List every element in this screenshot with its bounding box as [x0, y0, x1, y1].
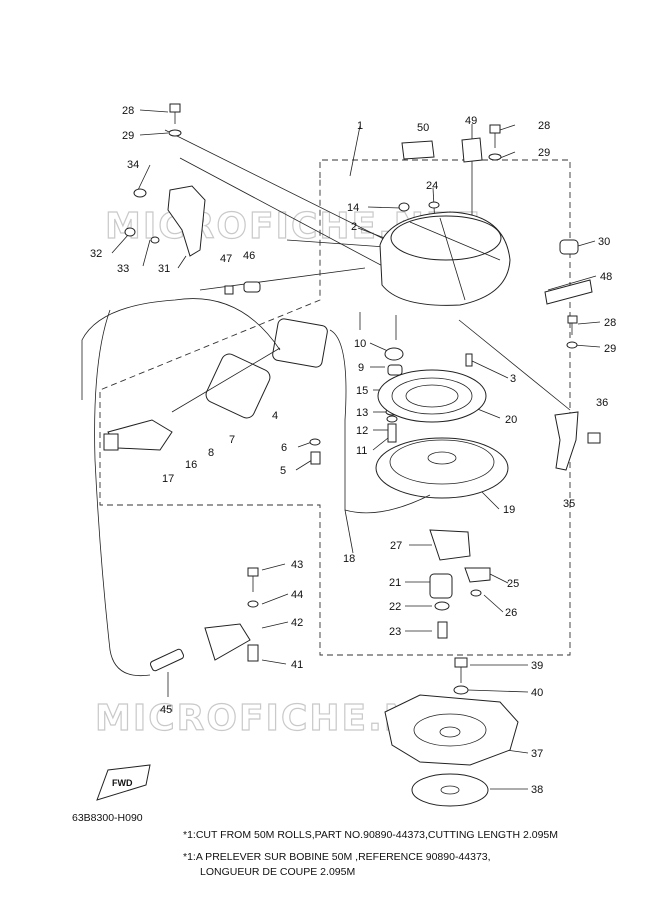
callout-28: 28 — [122, 105, 134, 117]
callout-16: 16 — [185, 459, 197, 471]
callout-35: 35 — [563, 498, 575, 510]
callout-50: 50 — [417, 122, 429, 134]
callout-36: 36 — [596, 397, 608, 409]
callout-49: 49 — [465, 115, 477, 127]
callout-23: 23 — [389, 626, 401, 638]
callout-6: 6 — [281, 442, 287, 454]
callout-14: 14 — [347, 202, 359, 214]
callout-21: 21 — [389, 577, 401, 589]
callout-47: 47 — [220, 253, 232, 265]
callout-37: 37 — [531, 748, 543, 760]
fwd-label: FWD — [112, 778, 133, 788]
callout-15: 15 — [356, 385, 368, 397]
callout-4: 4 — [272, 410, 278, 422]
callout-26: 26 — [505, 607, 517, 619]
callout-29: 29 — [538, 147, 550, 159]
brackets — [124, 185, 601, 661]
assembly-boundaries — [99, 159, 571, 656]
recoil-spring-and-reel — [375, 369, 509, 499]
callout-34: 34 — [127, 159, 139, 171]
callout-28: 28 — [538, 120, 550, 132]
callout-3: 3 — [510, 373, 516, 385]
callout-30: 30 — [598, 236, 610, 248]
throttle-cable — [94, 309, 185, 677]
callout-12: 12 — [356, 425, 368, 437]
callout-10: 10 — [354, 338, 366, 350]
callout-40: 40 — [531, 687, 543, 699]
callout-20: 20 — [505, 414, 517, 426]
callout-11: 11 — [356, 445, 367, 457]
decals — [401, 137, 593, 305]
note-french-1: *1:A PRELEVER SUR BOBINE 50M ,REFERENCE … — [183, 851, 491, 863]
callout-2: 2 — [351, 221, 357, 233]
callout-27: 27 — [390, 540, 402, 552]
note-english: *1:CUT FROM 50M ROLLS,PART NO.90890-4437… — [183, 829, 559, 841]
callout-42: 42 — [291, 617, 303, 629]
diagram-code: 63B8300-H090 — [72, 812, 143, 824]
callout-22: 22 — [389, 601, 401, 613]
drive-cup-and-plate — [384, 694, 519, 807]
callout-numbers: 28 29 1 50 49 28 29 34 24 14 2 30 32 33 … — [90, 105, 616, 796]
callout-9: 9 — [358, 362, 364, 374]
callout-24: 24 — [426, 180, 438, 192]
callout-39: 39 — [531, 660, 543, 672]
callout-18: 18 — [343, 553, 355, 565]
note-french-2: LONGUEUR DE COUPE 2.095M — [200, 866, 356, 878]
callout-17: 17 — [162, 473, 174, 485]
callout-44: 44 — [291, 589, 303, 601]
fasteners — [168, 103, 578, 695]
callout-29: 29 — [122, 130, 134, 142]
callout-5: 5 — [280, 465, 286, 477]
callout-45: 45 — [160, 704, 172, 716]
handle-assembly — [81, 298, 431, 514]
callout-29: 29 — [604, 343, 616, 355]
callout-46: 46 — [243, 250, 255, 262]
callout-13: 13 — [356, 407, 368, 419]
callout-7: 7 — [229, 434, 235, 446]
callout-33: 33 — [117, 263, 129, 275]
callout-48: 48 — [600, 271, 612, 283]
callout-28: 28 — [604, 317, 616, 329]
callout-43: 43 — [291, 559, 303, 571]
callout-19: 19 — [503, 504, 515, 516]
starter-case — [379, 211, 579, 306]
callout-38: 38 — [531, 784, 543, 796]
callout-25: 25 — [507, 578, 519, 590]
callout-1: 1 — [357, 120, 363, 132]
fwd-arrow: FWD — [96, 764, 151, 801]
callout-32: 32 — [90, 248, 102, 260]
callout-31: 31 — [158, 263, 170, 275]
callout-8: 8 — [208, 447, 214, 459]
callout-41: 41 — [291, 659, 303, 671]
